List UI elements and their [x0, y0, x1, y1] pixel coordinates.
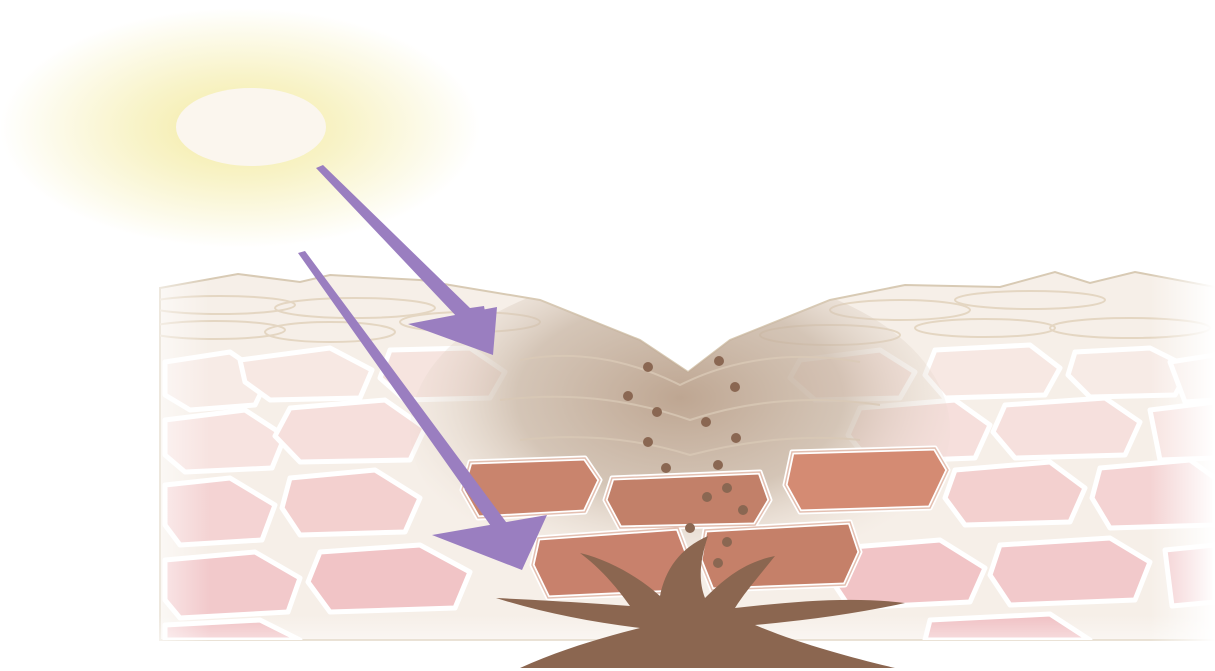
melanin-granule-icon	[730, 382, 740, 392]
melanin-granule-icon	[722, 537, 732, 547]
melanin-granule-icon	[685, 523, 695, 533]
melanin-granule-icon	[713, 460, 723, 470]
melanin-granule-icon	[643, 362, 653, 372]
melanin-granule-icon	[661, 463, 671, 473]
melanin-granule-icon	[731, 433, 741, 443]
melanin-granule-icon	[702, 492, 712, 502]
melanin-granule-icon	[714, 356, 724, 366]
melanin-granule-icon	[722, 483, 732, 493]
melanin-granule-icon	[652, 407, 662, 417]
melanin-granule-icon	[713, 558, 723, 568]
melanin-granule-icon	[643, 437, 653, 447]
melanin-granule-icon	[701, 417, 711, 427]
melanin-granule-icon	[623, 391, 633, 401]
melanin-granule-icon	[738, 505, 748, 515]
sun-icon	[0, 8, 480, 248]
